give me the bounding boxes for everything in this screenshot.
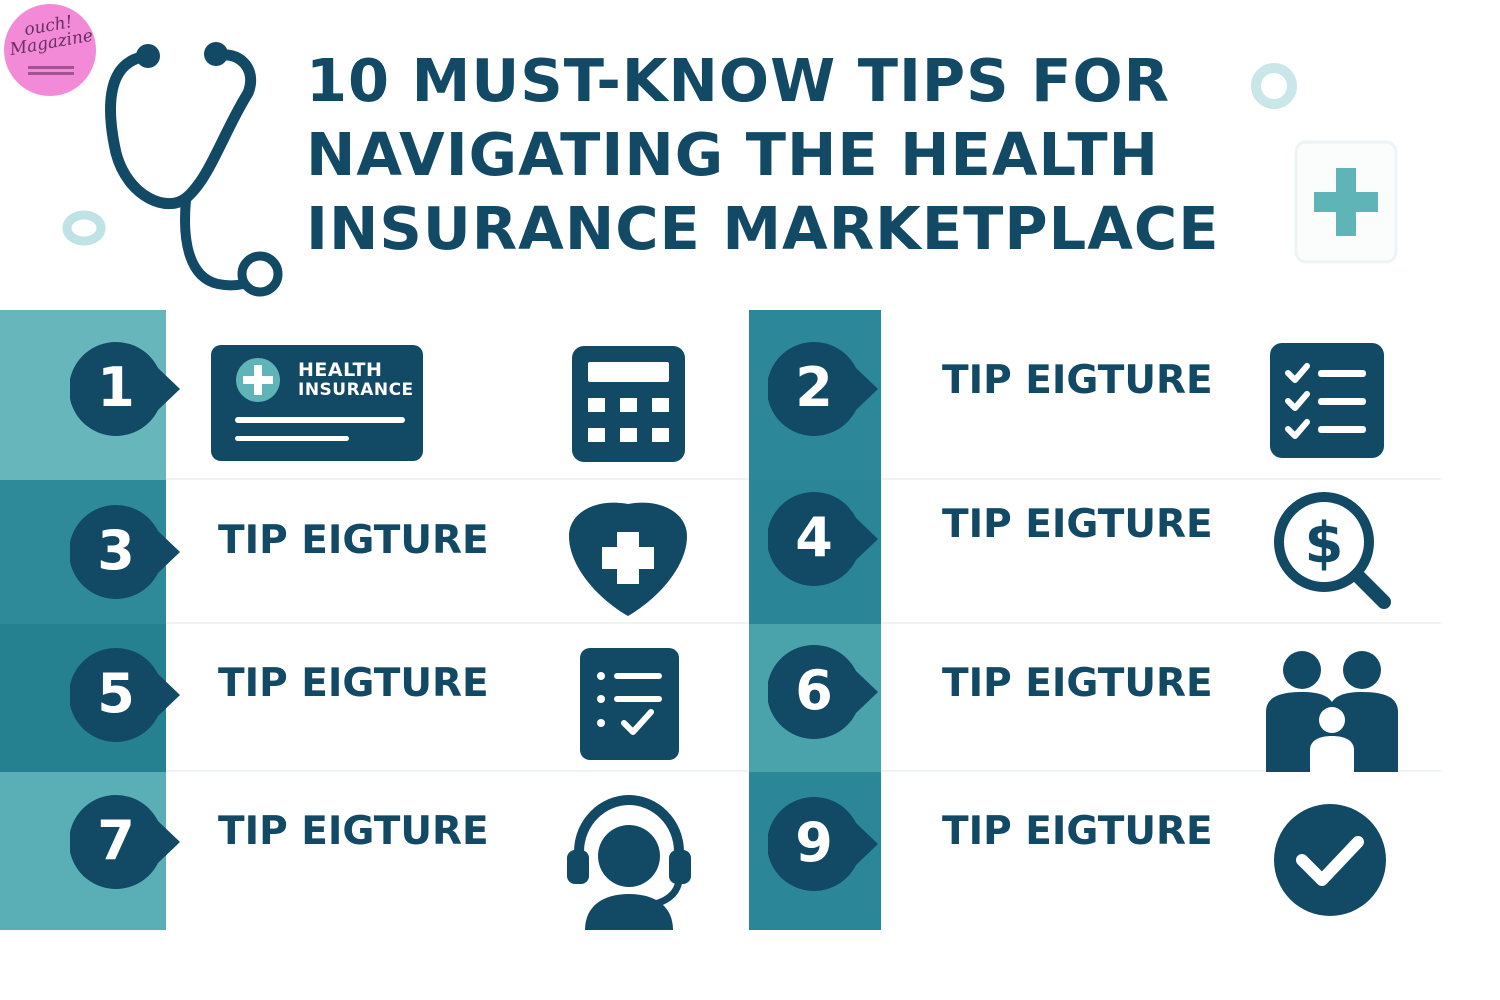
svg-text:$: $ <box>1305 511 1344 576</box>
number-badge-shape <box>68 504 180 599</box>
tip-title: TIP EIGTURE <box>942 358 1213 403</box>
tip-number: 4 <box>795 506 833 569</box>
tip-title: TIP EIGTURE <box>218 809 489 854</box>
checkmark-circle-icon <box>1274 804 1386 916</box>
tip-number: 9 <box>795 811 833 874</box>
number-badge-shape <box>766 645 878 739</box>
row-divider <box>166 622 749 624</box>
tip-number-marker: 2 <box>766 340 880 440</box>
tip-number: 2 <box>795 356 833 419</box>
tip-title: TIP EIGTURE <box>942 809 1213 854</box>
tip-title: TIP EIGTURE <box>218 661 489 706</box>
medical-cross-icon <box>1294 140 1398 264</box>
headset-support-icon <box>567 794 691 930</box>
card-label-health: HEALTH <box>298 359 383 381</box>
tip-number-marker: 6 <box>766 643 880 743</box>
tip-number-marker: 5 <box>68 646 182 746</box>
tip-number: 3 <box>97 519 135 582</box>
shield-plus-icon <box>569 502 687 616</box>
card-label-insurance: INSURANCE <box>298 380 414 400</box>
tip-number-marker: 3 <box>68 503 182 603</box>
tip-number: 6 <box>795 659 833 722</box>
tip-title: TIP EIGTURE <box>218 518 489 563</box>
number-badge-shape <box>766 797 878 891</box>
calculator-icon <box>572 346 685 462</box>
row-divider <box>881 770 1441 772</box>
checklist-icon <box>1270 343 1384 458</box>
number-badge-shape <box>766 491 878 586</box>
row-divider <box>881 478 1441 480</box>
tip-title: TIP EIGTURE <box>942 502 1213 547</box>
row-divider <box>166 478 749 480</box>
tip-number: 7 <box>97 809 135 872</box>
decorative-ring <box>62 210 106 246</box>
stethoscope-icon <box>105 42 283 297</box>
number-badge-shape <box>68 795 180 889</box>
tip-number: 1 <box>97 356 135 419</box>
tip-number-marker: 7 <box>68 793 182 893</box>
tip-title: TIP EIGTURE <box>942 661 1213 706</box>
row-divider <box>881 622 1441 624</box>
page-title: 10 MUST-KNOW TIPS FOR NAVIGATING THE HEA… <box>306 46 1220 263</box>
number-badge-shape <box>68 341 180 436</box>
family-icon <box>1266 651 1398 772</box>
dollar-search-icon: $ <box>1274 492 1391 609</box>
decorative-ring <box>1251 63 1297 109</box>
tip-number-marker: 1 <box>68 340 182 440</box>
number-badge-shape <box>68 648 180 742</box>
health-insurance-card-icon: HEALTH INSURANCE <box>211 345 423 461</box>
clipboard-check-icon <box>580 648 679 760</box>
tip-number: 5 <box>97 662 135 725</box>
tip-number-marker: 9 <box>766 795 880 895</box>
number-badge-shape <box>766 341 878 436</box>
magazine-logo: ouch! Magazine <box>4 4 96 96</box>
row-divider <box>166 770 749 772</box>
tip-number-marker: 4 <box>766 490 880 590</box>
